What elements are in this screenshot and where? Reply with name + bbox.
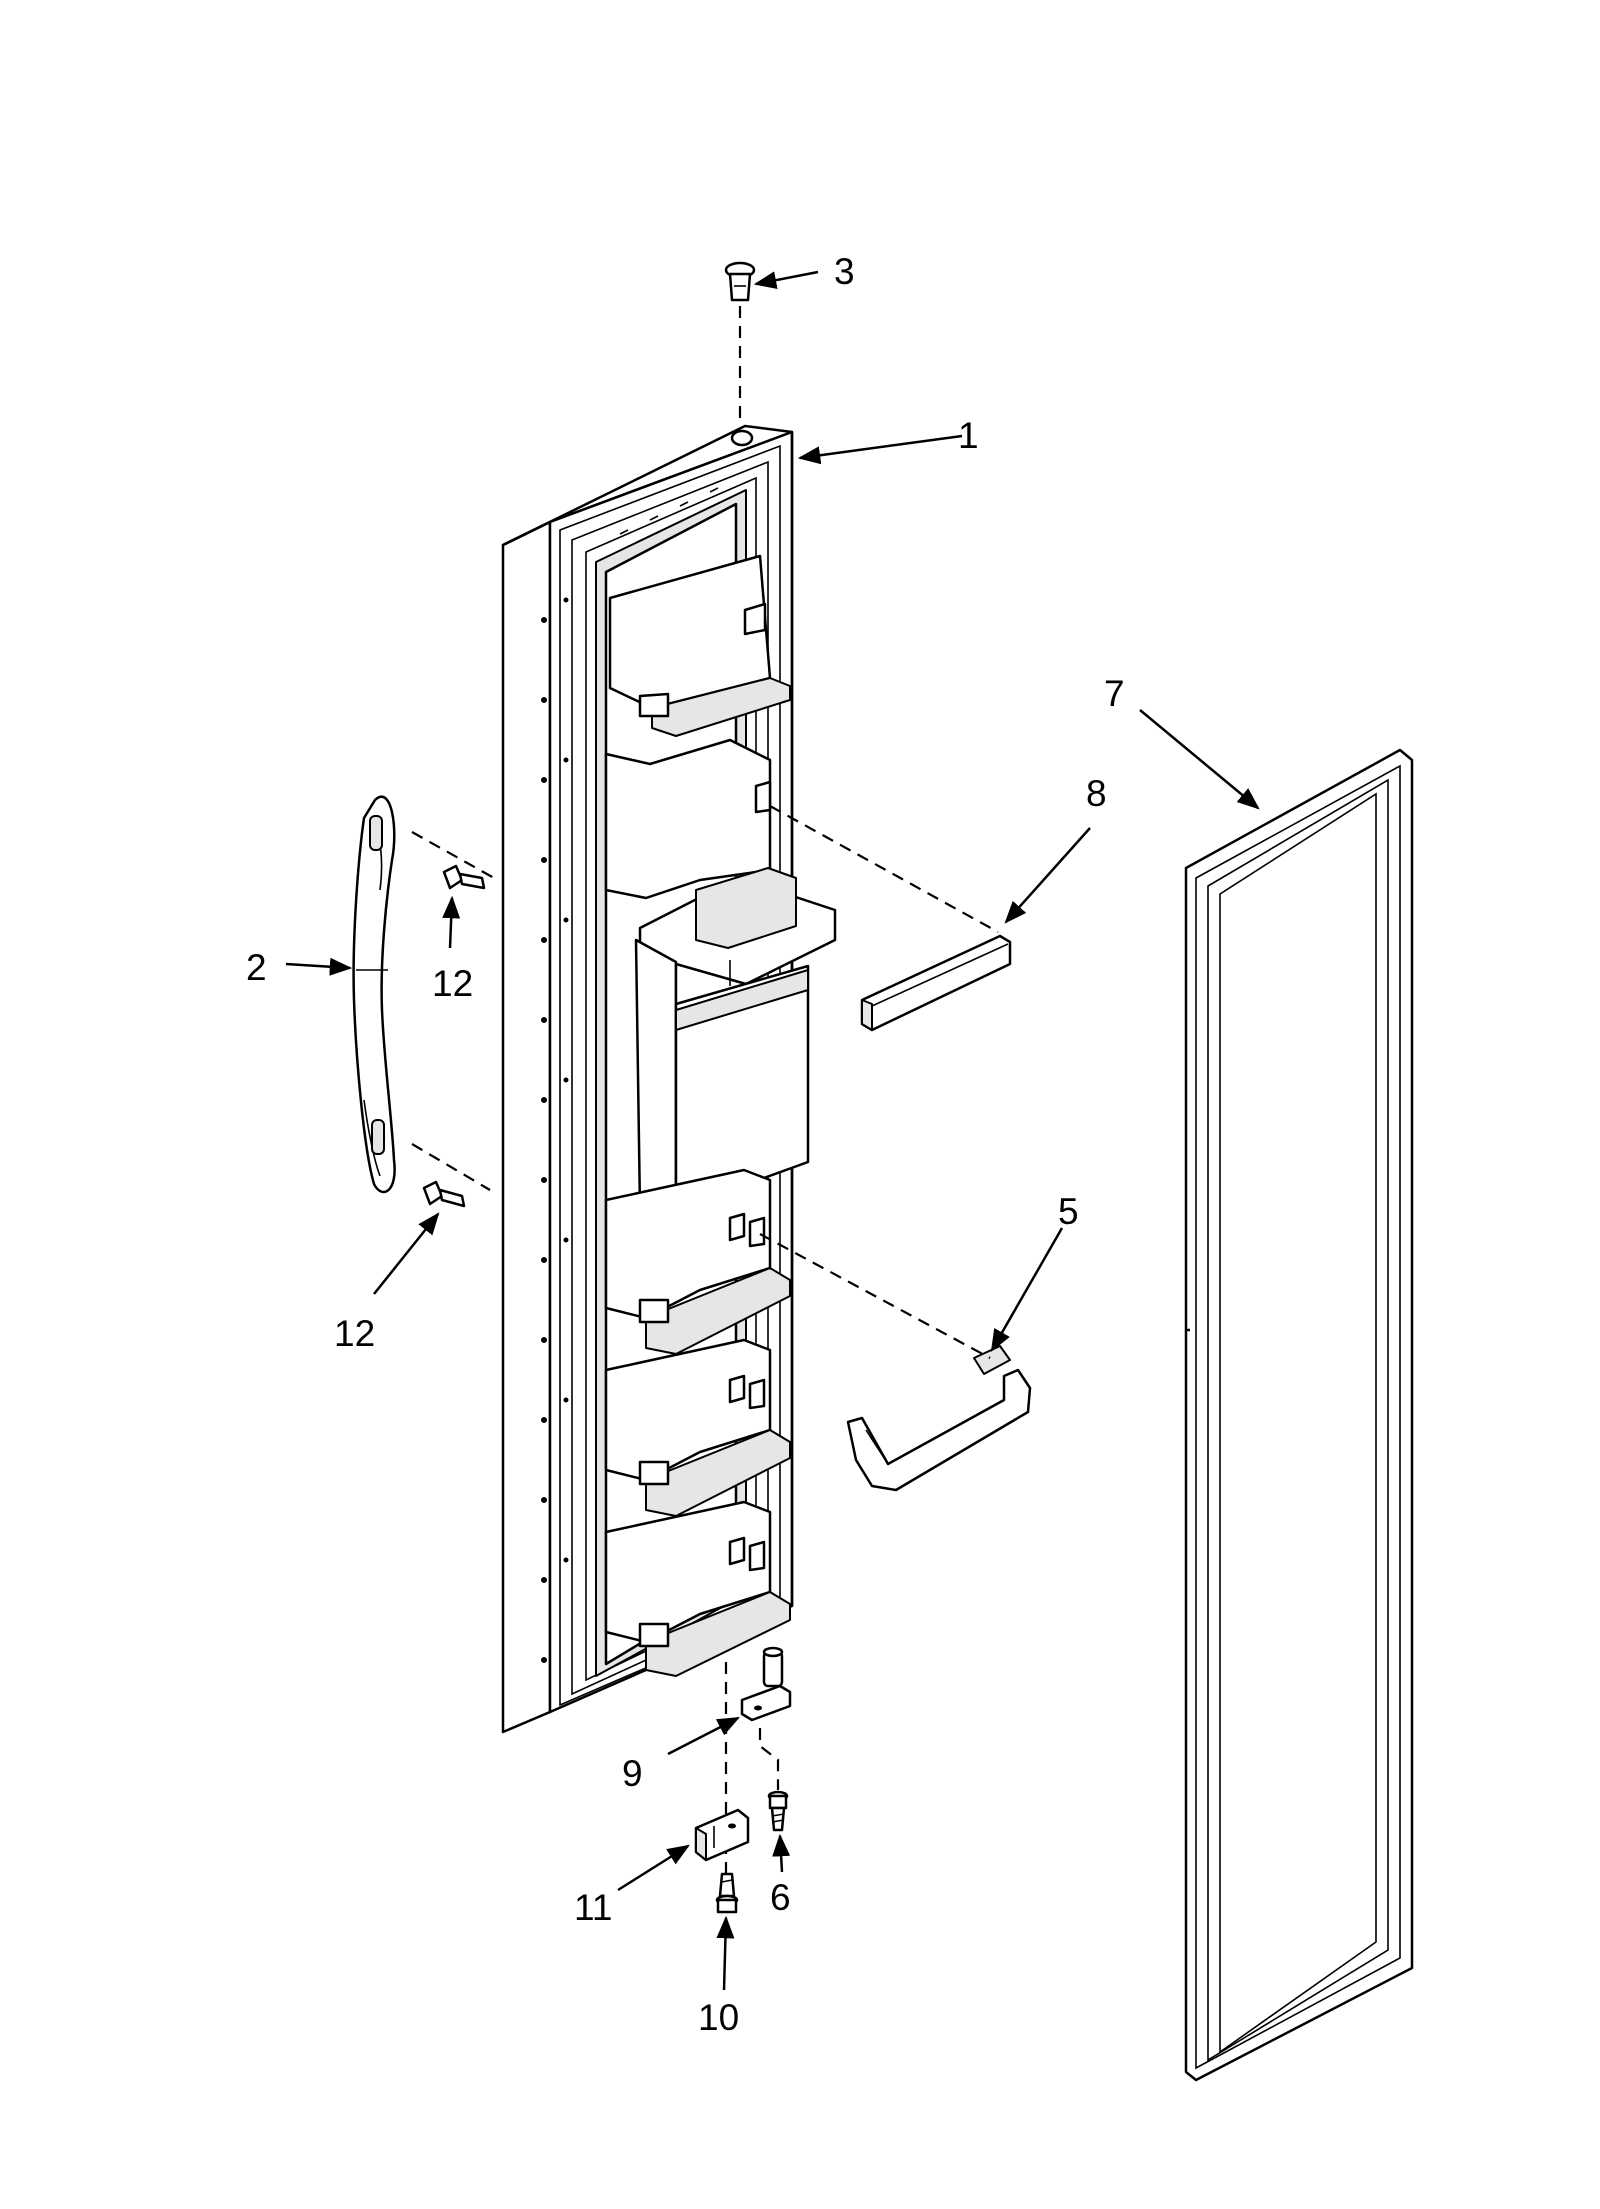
callout-5: 5 bbox=[1058, 1191, 1079, 1232]
callout-1: 1 bbox=[958, 415, 979, 456]
callout-12-upper: 12 bbox=[432, 963, 473, 1004]
callout-2: 2 bbox=[246, 947, 267, 988]
callout-12-lower: 12 bbox=[334, 1313, 375, 1354]
hinge-screw-guide-line bbox=[758, 1728, 780, 1790]
top-ribs bbox=[619, 487, 719, 535]
callout-6: 6 bbox=[770, 1877, 791, 1918]
handle-screw-lower bbox=[422, 1180, 466, 1208]
door-screw-holes bbox=[541, 597, 569, 1663]
lower-shelf-3 bbox=[604, 1500, 791, 1677]
handle-guide-line-upper bbox=[411, 831, 495, 879]
bin-guide-line bbox=[759, 1233, 991, 1359]
hinge-screw bbox=[767, 1790, 789, 1832]
trim-guide-line bbox=[769, 805, 999, 933]
upper-shelf bbox=[608, 554, 791, 737]
callout-labels: 1 2 3 5 6 7 8 9 10 11 12 12 bbox=[246, 251, 1125, 2038]
freezer-door bbox=[501, 424, 837, 1734]
dispenser-housing bbox=[634, 867, 837, 1212]
callout-10: 10 bbox=[698, 1997, 739, 2038]
bin-trim bbox=[860, 934, 1012, 1032]
lower-shelf-1 bbox=[604, 1168, 791, 1355]
callout-9: 9 bbox=[622, 1753, 643, 1794]
callout-7: 7 bbox=[1104, 673, 1125, 714]
bottom-hinge bbox=[740, 1646, 792, 1722]
door-closure-cam bbox=[694, 1808, 750, 1862]
door-gasket bbox=[1184, 748, 1414, 2082]
callout-11: 11 bbox=[574, 1887, 612, 1928]
door-bin bbox=[846, 1345, 1032, 1492]
hinge-pin-hole bbox=[730, 429, 754, 447]
handle-screw-upper bbox=[442, 864, 486, 890]
closure-screw bbox=[715, 1872, 739, 1914]
door-handle bbox=[352, 795, 396, 1194]
handle-guide-line-lower bbox=[411, 1143, 491, 1191]
lower-shelf-2 bbox=[604, 1338, 791, 1517]
leader-lines bbox=[285, 270, 1260, 1991]
door-stop-plug bbox=[724, 261, 756, 302]
callout-3: 3 bbox=[834, 251, 855, 292]
callout-8: 8 bbox=[1086, 773, 1107, 814]
